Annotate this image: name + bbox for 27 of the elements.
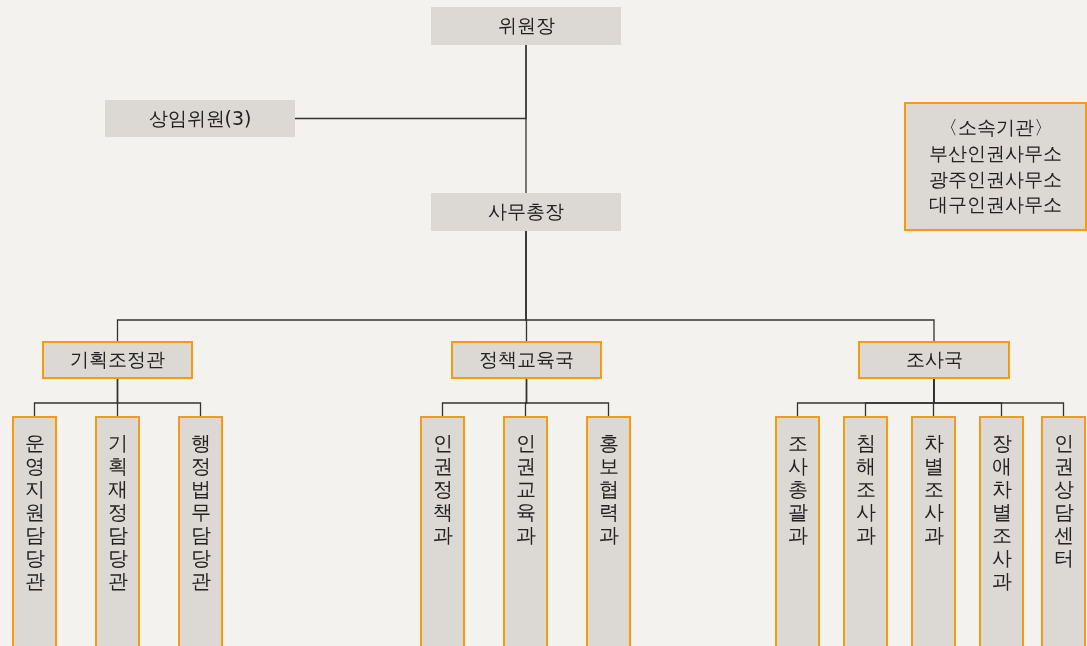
division-box: 차별조사과 (911, 416, 956, 646)
connector-line (116, 378, 202, 417)
bureau-box: 기획조정관 (42, 341, 193, 379)
bureau-box: 조사국 (858, 341, 1010, 379)
agency-name: 부산인권사무소 (929, 140, 1062, 166)
affiliated-agencies-panel (904, 102, 1087, 231)
connector-line (933, 378, 1065, 417)
bureau-box: 정책교육국 (451, 341, 602, 379)
division-box: 인권교육과 (503, 416, 548, 646)
agency-name: 대구인권사무소 (929, 192, 1062, 218)
division-box: 장애차별조사과 (979, 416, 1024, 646)
division-box: 운영지원담당관 (12, 416, 57, 646)
division-box: 조사총괄과 (775, 416, 820, 646)
panel-heading: 〈소속기관〉 (938, 115, 1053, 141)
division-box: 홍보협력과 (586, 416, 631, 646)
connector-line (525, 230, 935, 342)
position-box: 상임위원(3) (105, 100, 295, 137)
division-box: 인권상담센터 (1041, 416, 1086, 646)
position-box: 위원장 (431, 7, 621, 45)
connector-line (294, 44, 527, 120)
division-box: 침해조사과 (843, 416, 888, 646)
connector-line (525, 378, 610, 417)
division-box: 인권정책과 (420, 416, 465, 646)
division-box: 기획재정담당관 (95, 416, 140, 646)
agency-name: 광주인권사무소 (929, 166, 1062, 192)
division-box: 행정법무담당관 (178, 416, 223, 646)
position-box: 사무총장 (431, 193, 621, 231)
